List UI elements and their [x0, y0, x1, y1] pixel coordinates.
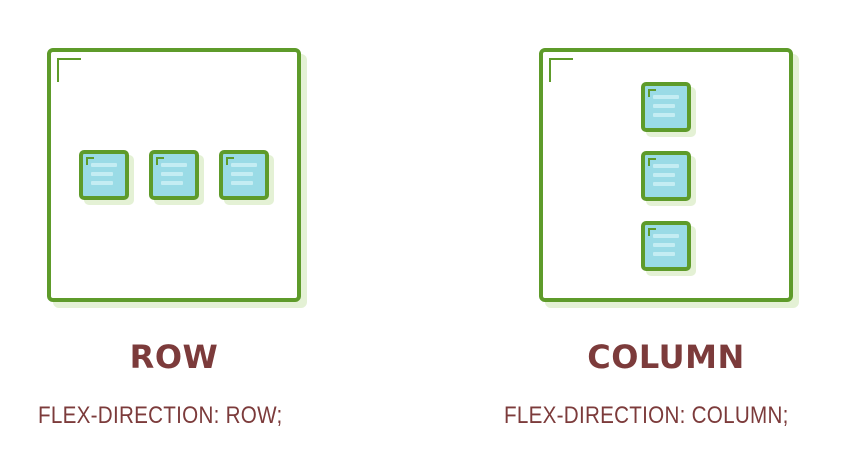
item-text-line: [653, 164, 679, 168]
column-panel: COLUMN FLEX-DIRECTION: COLUMN;: [504, 0, 819, 474]
row-items-wrapper: [51, 52, 297, 298]
item-text-line: [231, 172, 253, 176]
flex-item: [149, 150, 199, 200]
item-text-line: [653, 112, 675, 117]
flex-container-row: [47, 48, 301, 302]
column-title: COLUMN: [587, 338, 745, 376]
item-text-line: [161, 181, 183, 185]
item-text-line: [161, 163, 187, 167]
item-text-line: [653, 233, 679, 238]
flex-item: [641, 151, 691, 201]
item-text-line: [653, 173, 675, 177]
flex-item: [79, 150, 129, 200]
item-text-line: [91, 172, 113, 176]
item-text-line: [161, 172, 183, 176]
column-code-label: FLEX-DIRECTION: COLUMN;: [504, 402, 789, 429]
item-text-line: [91, 163, 117, 167]
item-corner-mark: [226, 157, 234, 165]
item-corner-mark: [648, 88, 656, 97]
item-text-line: [653, 103, 675, 108]
item-corner-mark: [156, 157, 164, 165]
row-code-label: FLEX-DIRECTION: ROW;: [38, 402, 283, 429]
item-text-line: [231, 163, 257, 167]
container-corner-mark: [57, 58, 81, 82]
row-panel: ROW FLEX-DIRECTION: ROW;: [27, 0, 327, 474]
item-corner-mark: [86, 157, 94, 165]
container-corner-mark: [549, 58, 573, 82]
row-title: ROW: [129, 338, 219, 376]
item-text-line: [91, 181, 113, 185]
item-text-line: [231, 181, 253, 185]
flex-item: [641, 81, 691, 132]
item-text-line: [653, 242, 675, 247]
flex-container-column: [539, 48, 793, 302]
item-text-line: [653, 182, 675, 186]
flex-item: [641, 220, 691, 271]
flex-item: [219, 150, 269, 200]
item-text-line: [653, 251, 675, 256]
item-corner-mark: [648, 158, 656, 166]
item-corner-mark: [648, 227, 656, 236]
item-text-line: [653, 94, 679, 99]
column-items-wrapper: [543, 52, 789, 298]
